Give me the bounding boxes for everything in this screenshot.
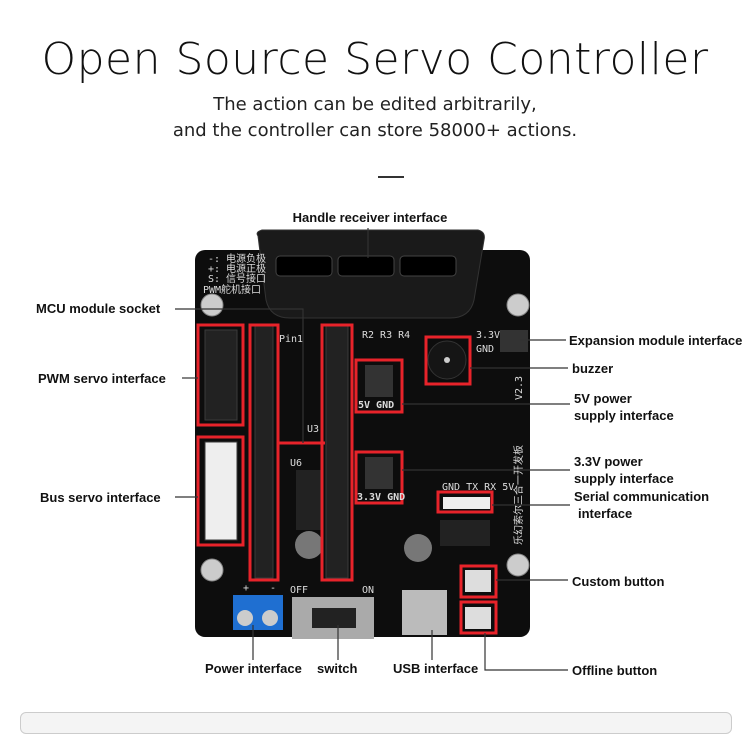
capacitor-2	[404, 534, 432, 562]
serial-pin-labels: GND TX RX 5V	[442, 482, 514, 493]
capacitor	[295, 531, 323, 559]
label-buzzer: buzzer	[572, 361, 613, 376]
header-pins	[204, 325, 349, 579]
label-power-interface: Power interface	[205, 661, 302, 676]
legend-3: S: 信号接口	[208, 272, 266, 285]
label-serial-2: interface	[578, 506, 632, 521]
mounting-holes	[200, 293, 530, 582]
minus-label: -	[270, 583, 276, 594]
highlight-boxes	[196, 323, 498, 635]
off-label: OFF	[290, 585, 308, 596]
u3-label: U3	[307, 424, 319, 435]
label-33v-2: supply interface	[574, 471, 674, 486]
label-5v-gnd: 5V GND	[358, 400, 394, 411]
terminal-screw	[237, 610, 253, 626]
label-33v-gnd: 3.3V GND	[357, 492, 405, 503]
usb-port[interactable]	[402, 590, 447, 635]
connector-pins	[275, 255, 457, 277]
label-expansion: Expansion module interface	[569, 333, 742, 348]
pin-headers-small	[365, 330, 528, 489]
label-switch: switch	[317, 661, 358, 676]
divider	[378, 176, 404, 178]
subtitle-line-2: and the controller can store 58000+ acti…	[172, 120, 578, 141]
chip-u1	[440, 520, 490, 546]
terminal-screw	[262, 610, 278, 626]
label-33v-1: 3.3V power	[574, 454, 643, 469]
chip-u6	[296, 470, 322, 530]
legend-2: +: 电源正极	[208, 262, 266, 275]
label-mcu-socket: MCU module socket	[36, 301, 161, 316]
custom-button[interactable]	[465, 570, 491, 592]
pin1-label: Pin1	[279, 334, 303, 345]
pwm-silk-label: PWM舵机接口	[203, 283, 261, 296]
subtitle-line-1: The action can be edited arbitrarily,	[213, 94, 537, 115]
switch-slider	[312, 608, 356, 628]
label-serial-1: Serial communication	[574, 489, 709, 504]
buzzer-hole	[444, 357, 450, 363]
serial-connector	[443, 497, 490, 509]
label-bus-servo: Bus servo interface	[40, 490, 161, 505]
label-5v-1: 5V power	[574, 391, 632, 406]
plus-label: +	[243, 583, 249, 594]
u6-label: U6	[290, 458, 302, 469]
exp-gnd-label: GND	[476, 344, 494, 355]
label-pwm-servo: PWM servo interface	[38, 371, 166, 386]
label-5v-2: supply interface	[574, 408, 674, 423]
label-usb: USB interface	[393, 661, 478, 676]
label-custom-button: Custom button	[572, 574, 664, 589]
leader-lines	[175, 228, 570, 671]
on-label: ON	[362, 585, 374, 596]
offline-button[interactable]	[465, 607, 491, 629]
label-offline-button: Offline button	[572, 663, 657, 678]
page-title: Open Source Servo Controller	[41, 34, 709, 85]
legend-1: -: 电源负极	[208, 252, 266, 265]
board-name: 乐幻索尔三合一开发板	[512, 445, 525, 545]
exp-33v-label: 3.3V	[476, 330, 500, 341]
version-label: V2.3	[514, 376, 525, 400]
label-handle-receiver: Handle receiver interface	[293, 210, 448, 225]
resistor-labels: R2 R3 R4	[362, 330, 410, 341]
next-section-card	[20, 712, 732, 734]
